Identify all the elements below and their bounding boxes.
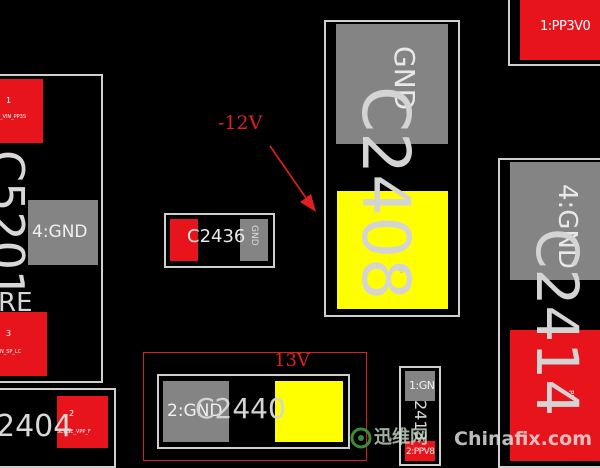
c2440-gnd-pad[interactable]: 2:GND <box>163 381 229 442</box>
pp3v0-pad[interactable]: 1:PP3V0 <box>520 0 600 60</box>
c5201-outline <box>0 74 103 383</box>
c2436-refdes: C2436 <box>187 226 246 247</box>
pp3v0-outline <box>508 0 600 66</box>
pp3v0-pin-label: 1:PP3V0 <box>540 19 591 34</box>
c2440-outline <box>157 374 350 449</box>
c2408-gnd-pad[interactable]: GND <box>336 24 448 144</box>
c5201-pin1-number: 1 <box>6 96 12 105</box>
c5201-pin3-net: N_SP_LC <box>0 349 22 355</box>
annotation-13v: 13V <box>274 350 310 371</box>
c2440-net-pad[interactable] <box>275 381 343 442</box>
c2404-pin2-net: SENSE_VPP_F <box>57 429 91 435</box>
c5201-ref-partial: RE <box>0 288 33 318</box>
c2414-net-pad[interactable]: PP <box>510 330 600 461</box>
c2436-pin2-pad[interactable]: GND <box>240 219 268 261</box>
watermark-site: Chinafix.com <box>454 428 593 450</box>
watermark: 迅维网 Chinafix.com <box>350 423 600 455</box>
c5201-pin1-pad[interactable]: 1 _VIN_PP3S <box>0 79 43 143</box>
annotation-minus12v: -12V <box>218 112 263 134</box>
c2436-pin1-pad[interactable] <box>170 219 198 261</box>
c5201-pin4-label: 4:GND <box>32 222 88 242</box>
c2440-refdes: C2440 <box>195 392 286 425</box>
watermark-cn: 迅维网 <box>374 427 428 448</box>
c5201-pin1-net: _VIN_PP3S <box>0 114 27 120</box>
c2414-gnd-pad[interactable]: 4:GND <box>510 162 600 280</box>
c2408-net-pad[interactable]: PP <box>337 191 448 309</box>
c2413-pin2-label: 2:PPV8 <box>406 447 435 457</box>
c5201-pin4-pad[interactable]: 4:GND <box>28 200 98 265</box>
watermark-logo-icon <box>350 427 372 449</box>
c2404-refdes: 2404 <box>0 409 73 444</box>
c2413-pin1-label: 1:GND <box>409 379 435 392</box>
c2436-outline <box>164 213 275 268</box>
c2413-pin2-pad[interactable]: 2:PPV8 <box>405 441 435 461</box>
c5201-pin3-number: 3 <box>6 329 12 338</box>
c2408-outline <box>324 20 460 317</box>
c2440-pin-gnd: 2:GND <box>167 401 223 421</box>
c5201-pin3-pad[interactable]: 3 N_SP_LC <box>0 312 47 376</box>
c2404-pin2-number: 2 <box>69 409 75 418</box>
c2413-pin1-pad[interactable]: 1:GND <box>405 371 435 401</box>
c2404-pin2-pad[interactable]: 2 SENSE_VPP_F <box>57 396 108 448</box>
